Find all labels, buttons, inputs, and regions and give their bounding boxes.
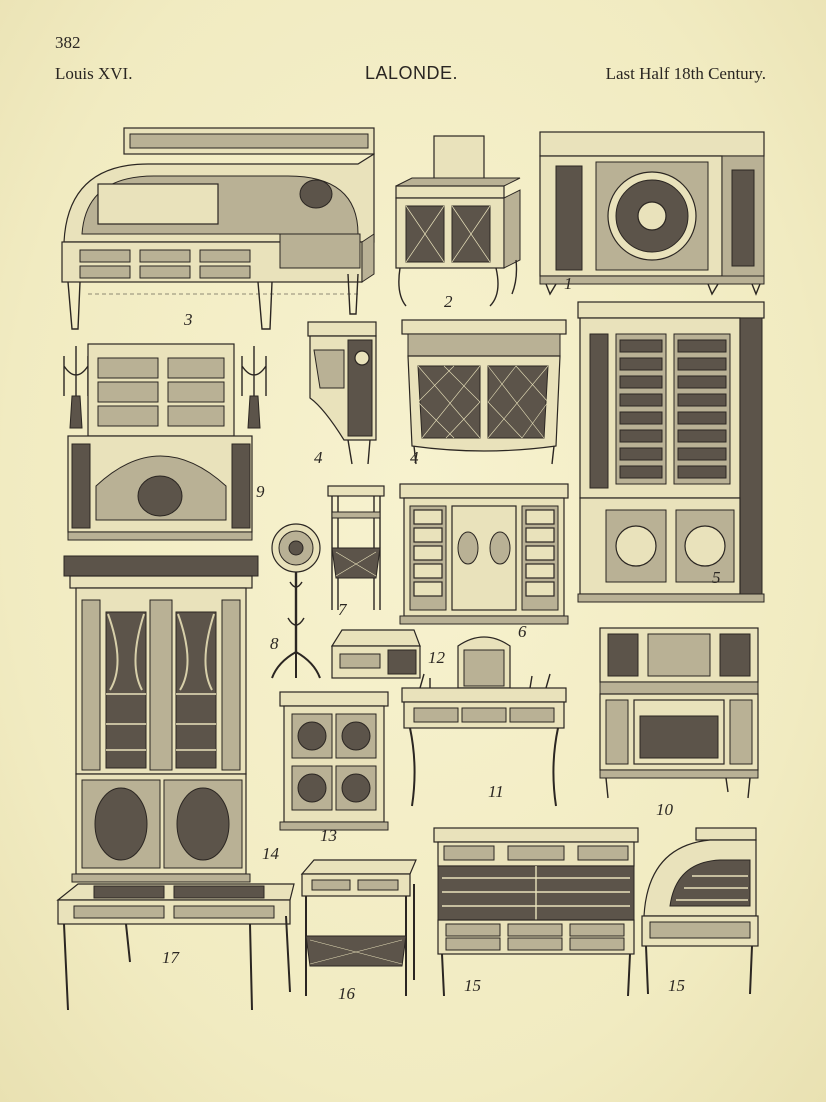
tall-cabinet-illustration [577,301,765,603]
filing-cabinet-illustration [433,827,639,997]
figure-small-table: 2 [392,134,524,314]
figure-filing-cabinet: 15 [432,826,640,1006]
page-number: 382 [55,33,81,52]
figure-number-15a: 15 [464,976,481,995]
figure-tall-cabinet: 5 [576,300,766,604]
header-style: Louis XVI. [55,64,133,83]
figure-commode: 4 [398,318,570,470]
figure-number-13: 13 [320,826,337,845]
figure-number-12: 12 [428,648,445,667]
roll-top-desk-illustration [61,127,375,330]
cabinet-illustration [539,131,765,296]
commode-illustration [401,319,567,465]
page-title: LALONDE. [365,63,459,83]
figure-number-17: 17 [162,948,179,967]
dressing-table-illustration [401,636,567,807]
small-box-illustration [330,629,421,679]
figure-number-5: 5 [712,568,721,587]
cylinder-desk-illustration [641,827,759,995]
figure-number-3: 3 [184,310,193,329]
secretaire-illustration [599,627,759,799]
bookcase-illustration [63,555,259,883]
small-table-illustration [395,135,521,307]
figure-number-7: 7 [338,600,347,619]
figure-roll-top-desk: 3 [58,124,378,334]
figure-work-table: 16 [298,856,420,1006]
figure-number-1: 1 [564,274,573,293]
figure-cylinder-desk: 15 [640,826,762,1006]
figure-number-16: 16 [338,984,355,1003]
figure-secretaire-candelabra: 9 [58,336,282,546]
secretaire-candelabra-illustration [63,343,267,541]
figure-low-cabinet: 13 [278,690,390,850]
fire-screen-illustration [271,523,321,679]
stand-illustration [327,485,385,610]
work-table-illustration [300,859,417,996]
figure-number-15b: 15 [668,976,685,995]
chiffonier-illustration [399,483,569,625]
header-period: Last Half 18th Century. [605,64,766,83]
figure-number-4b: 4 [410,448,419,467]
figure-number-10: 10 [656,800,673,819]
figure-bookcase: 14 [62,554,284,884]
figure-corner-piece: 4 [304,318,380,468]
figure-stand: 7 [322,482,390,622]
figure-writing-table: 17 [54,882,298,1018]
figure-chiffonier: 6 [398,482,570,641]
figure-dressing-table: 11 [400,626,568,816]
figure-small-box: 12 [328,626,445,686]
figure-number-8: 8 [270,634,279,653]
figure-fire-screen: 8 [264,522,326,686]
figure-number-4a: 4 [314,448,323,467]
writing-table-illustration [56,883,295,1011]
figure-number-14: 14 [262,844,279,863]
figure-number-9: 9 [256,482,265,501]
figure-number-6: 6 [518,622,527,641]
corner-piece-illustration [307,321,377,465]
figure-number-2: 2 [444,292,453,311]
figure-cabinet: 1 [536,130,766,300]
low-cabinet-illustration [279,691,389,831]
figure-secretaire: 10 [596,626,762,819]
figure-number-11: 11 [488,782,504,801]
